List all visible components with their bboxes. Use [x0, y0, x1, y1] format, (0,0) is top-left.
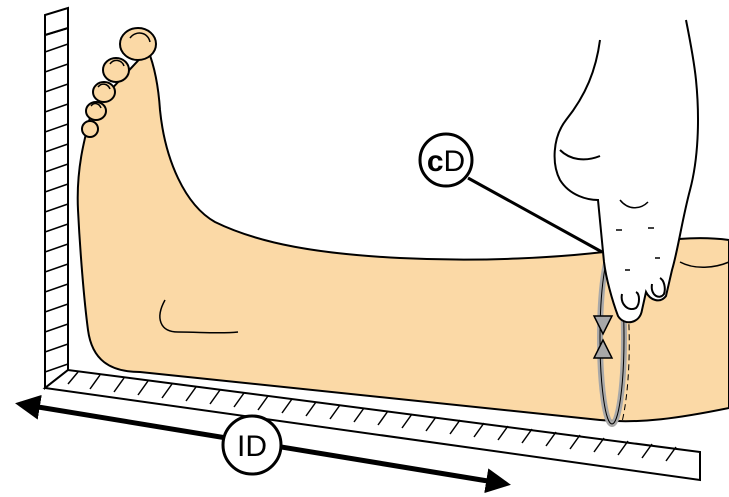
toe-5	[82, 121, 98, 137]
toe-2	[103, 58, 129, 82]
id-label: ID	[237, 430, 267, 463]
finger-nail-1	[622, 292, 639, 309]
toe-4	[86, 102, 106, 120]
toe-3	[93, 82, 115, 102]
cd-label: cD	[427, 145, 465, 178]
wall-board	[45, 8, 68, 388]
